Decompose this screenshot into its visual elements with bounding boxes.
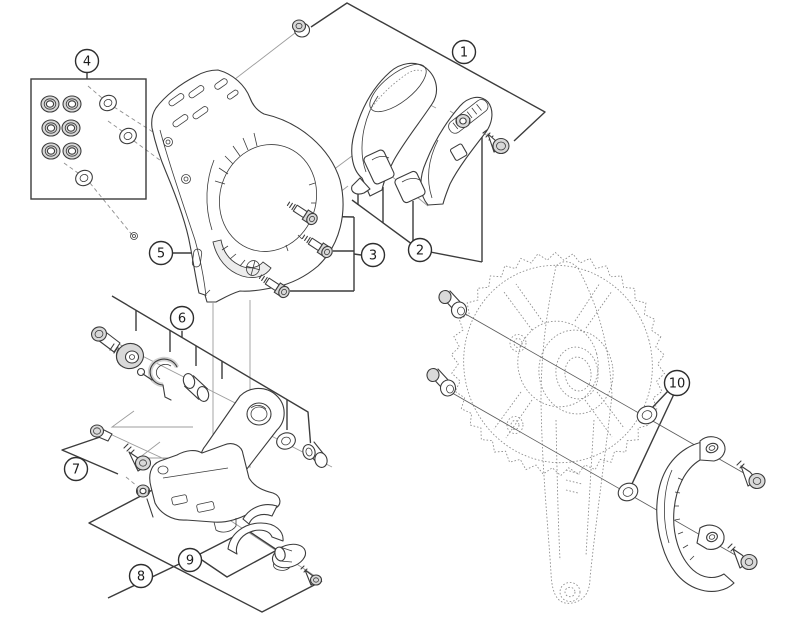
chain-guide-backplate (130, 69, 344, 303)
callout-5: 5 (148, 240, 174, 266)
mount-bolts (258, 201, 333, 299)
lower-guide-nut (135, 484, 154, 518)
washers (75, 94, 137, 187)
callout-brackets (61, 2, 675, 613)
callout-10-label: 10 (669, 377, 686, 392)
lower-guide-bolt (300, 565, 323, 586)
chainring-bolts (426, 289, 468, 397)
callout-7-label: 7 (72, 463, 80, 478)
socket-bolt (258, 274, 290, 299)
guard-washers (617, 405, 658, 502)
spider-arms (493, 282, 625, 439)
callout-3-label: 3 (369, 249, 377, 264)
pivot-bushing (302, 441, 328, 468)
plate-nut (455, 113, 471, 129)
callout-6-label: 6 (178, 312, 186, 327)
roller-bolt (91, 326, 121, 354)
socket-bolt (727, 543, 758, 571)
grommets (40, 95, 82, 160)
callout-8: 8 (128, 563, 154, 589)
pivot-screw (291, 19, 311, 38)
crankset-reference (450, 251, 666, 604)
socket-bolt (736, 460, 766, 490)
pivot-washer (276, 432, 296, 450)
callouts: 1 2 3 4 5 6 7 8 (63, 39, 691, 589)
alignment-lines (63, 32, 507, 579)
roller-spacer (182, 373, 210, 402)
inner-guide-plate (420, 96, 493, 206)
lower-guide-body (149, 443, 281, 533)
slotted-hole (246, 260, 260, 276)
hardware-box (30, 78, 147, 200)
callout-3: 3 (360, 242, 386, 268)
callout-1-label: 1 (460, 46, 468, 61)
roller-cap (271, 543, 307, 571)
callout-6: 6 (169, 305, 195, 331)
callout-9-label: 9 (186, 554, 194, 569)
callout-2-label: 2 (416, 244, 424, 259)
socket-bolt (286, 201, 318, 226)
callout-10: 10 (663, 369, 691, 397)
torsion-spring (136, 356, 180, 401)
socket-bolt (301, 234, 333, 259)
callout-4-label: 4 (83, 55, 91, 70)
sleeve-bolt (426, 367, 457, 397)
guard-bolts (727, 460, 766, 571)
plate-bolt (482, 129, 510, 155)
callout-4: 4 (74, 48, 100, 74)
sleeve-bolt (438, 289, 468, 319)
adjust-bolts (89, 424, 152, 472)
callout-7: 7 (63, 456, 89, 482)
callout-8-label: 8 (137, 570, 145, 585)
guide-roller (115, 342, 144, 370)
bash-guard (656, 436, 735, 592)
lower-guide-pads (227, 504, 284, 555)
guide-pads (363, 149, 426, 204)
callout-2: 2 (407, 237, 433, 263)
callout-5-label: 5 (157, 247, 165, 262)
callout-1: 1 (451, 39, 477, 65)
guard-axis-lines (446, 311, 750, 561)
callout-9: 9 (177, 547, 203, 573)
